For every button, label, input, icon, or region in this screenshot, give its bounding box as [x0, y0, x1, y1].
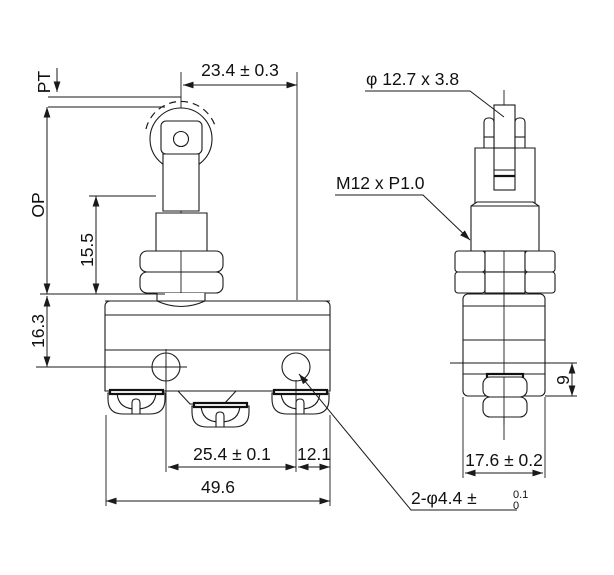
- lower-hex-nut: [139, 271, 224, 294]
- plunger-shaft: [162, 153, 200, 212]
- side-nut-upper-left: [454, 250, 486, 273]
- side-terminal-lower: [482, 396, 528, 418]
- side-nut-lower-left: [454, 271, 486, 294]
- label-12-1: 12.1: [297, 444, 331, 464]
- terminal-left: [107, 388, 166, 415]
- threaded-barrel: [155, 212, 208, 252]
- side-nut-lower-mid: [484, 271, 526, 294]
- terminal-center: [191, 401, 250, 428]
- dimension-set-front: [36, 68, 331, 506]
- roller-pin-hole: [172, 130, 190, 148]
- holes-callout-leader: [298, 373, 517, 511]
- note-holes-tol-upper: 0.1: [513, 489, 528, 501]
- note-texts: φ 12.7 x 3.8 M12 x P1.0 2-φ4.4 ± 0.1 0: [336, 69, 528, 512]
- side-clevis-left: [483, 117, 495, 149]
- label-17-6: 17.6 ± 0.2: [465, 450, 543, 470]
- side-nut-lower-right: [524, 271, 556, 294]
- terminal-right: [271, 388, 330, 415]
- note-holes-main: 2-φ4.4 ±: [411, 488, 477, 508]
- side-terminal-upper: [482, 376, 528, 398]
- upper-hex-nut: [139, 250, 224, 273]
- dimension-set-side: [450, 362, 577, 478]
- terminal-center-cap: [192, 401, 249, 409]
- label-9: 9: [553, 375, 573, 385]
- dimension-texts: PT OP 15.5 16.3 23.4 ± 0.3 25.4 ± 0.1 12…: [28, 60, 573, 497]
- roller-callout-leader: [365, 90, 505, 118]
- label-15-5: 15.5: [77, 233, 97, 267]
- side-nut-upper-right: [524, 250, 556, 273]
- front-view: [104, 72, 331, 428]
- label-49-6: 49.6: [201, 477, 235, 497]
- thread-callout-leader: [335, 194, 471, 241]
- body-top-seam: [105, 300, 330, 308]
- terminal-right-tab: [295, 398, 305, 415]
- terminal-left-cap: [108, 388, 165, 396]
- side-view: [454, 90, 556, 440]
- note-holes-spec: 2-φ4.4 ± 0.1 0: [411, 488, 528, 512]
- label-op: OP: [28, 192, 48, 217]
- note-thread-spec: M12 x P1.0: [336, 173, 425, 193]
- terminal-center-tab: [215, 411, 225, 428]
- note-roller-spec: φ 12.7 x 3.8: [366, 69, 459, 89]
- label-23-4: 23.4 ± 0.3: [201, 60, 279, 80]
- side-hex-nut-upper: [454, 250, 556, 273]
- terminal-left-tab: [131, 398, 141, 415]
- side-nut-upper-mid: [484, 250, 526, 273]
- side-roller-blade-lower: [493, 147, 516, 191]
- roller-dashed-arc: [145, 100, 217, 130]
- label-16-3: 16.3: [28, 314, 48, 348]
- side-clevis-right: [514, 117, 526, 149]
- terminal-right-cap: [272, 388, 329, 396]
- side-hex-nut-lower: [454, 271, 556, 294]
- side-threaded-barrel: [470, 201, 540, 252]
- mounting-hole-right: [281, 352, 311, 382]
- note-holes-tol-lower: 0: [513, 500, 519, 512]
- label-25-4: 25.4 ± 0.1: [193, 444, 271, 464]
- label-pt: PT: [34, 71, 54, 94]
- callout-leaders: [298, 90, 517, 511]
